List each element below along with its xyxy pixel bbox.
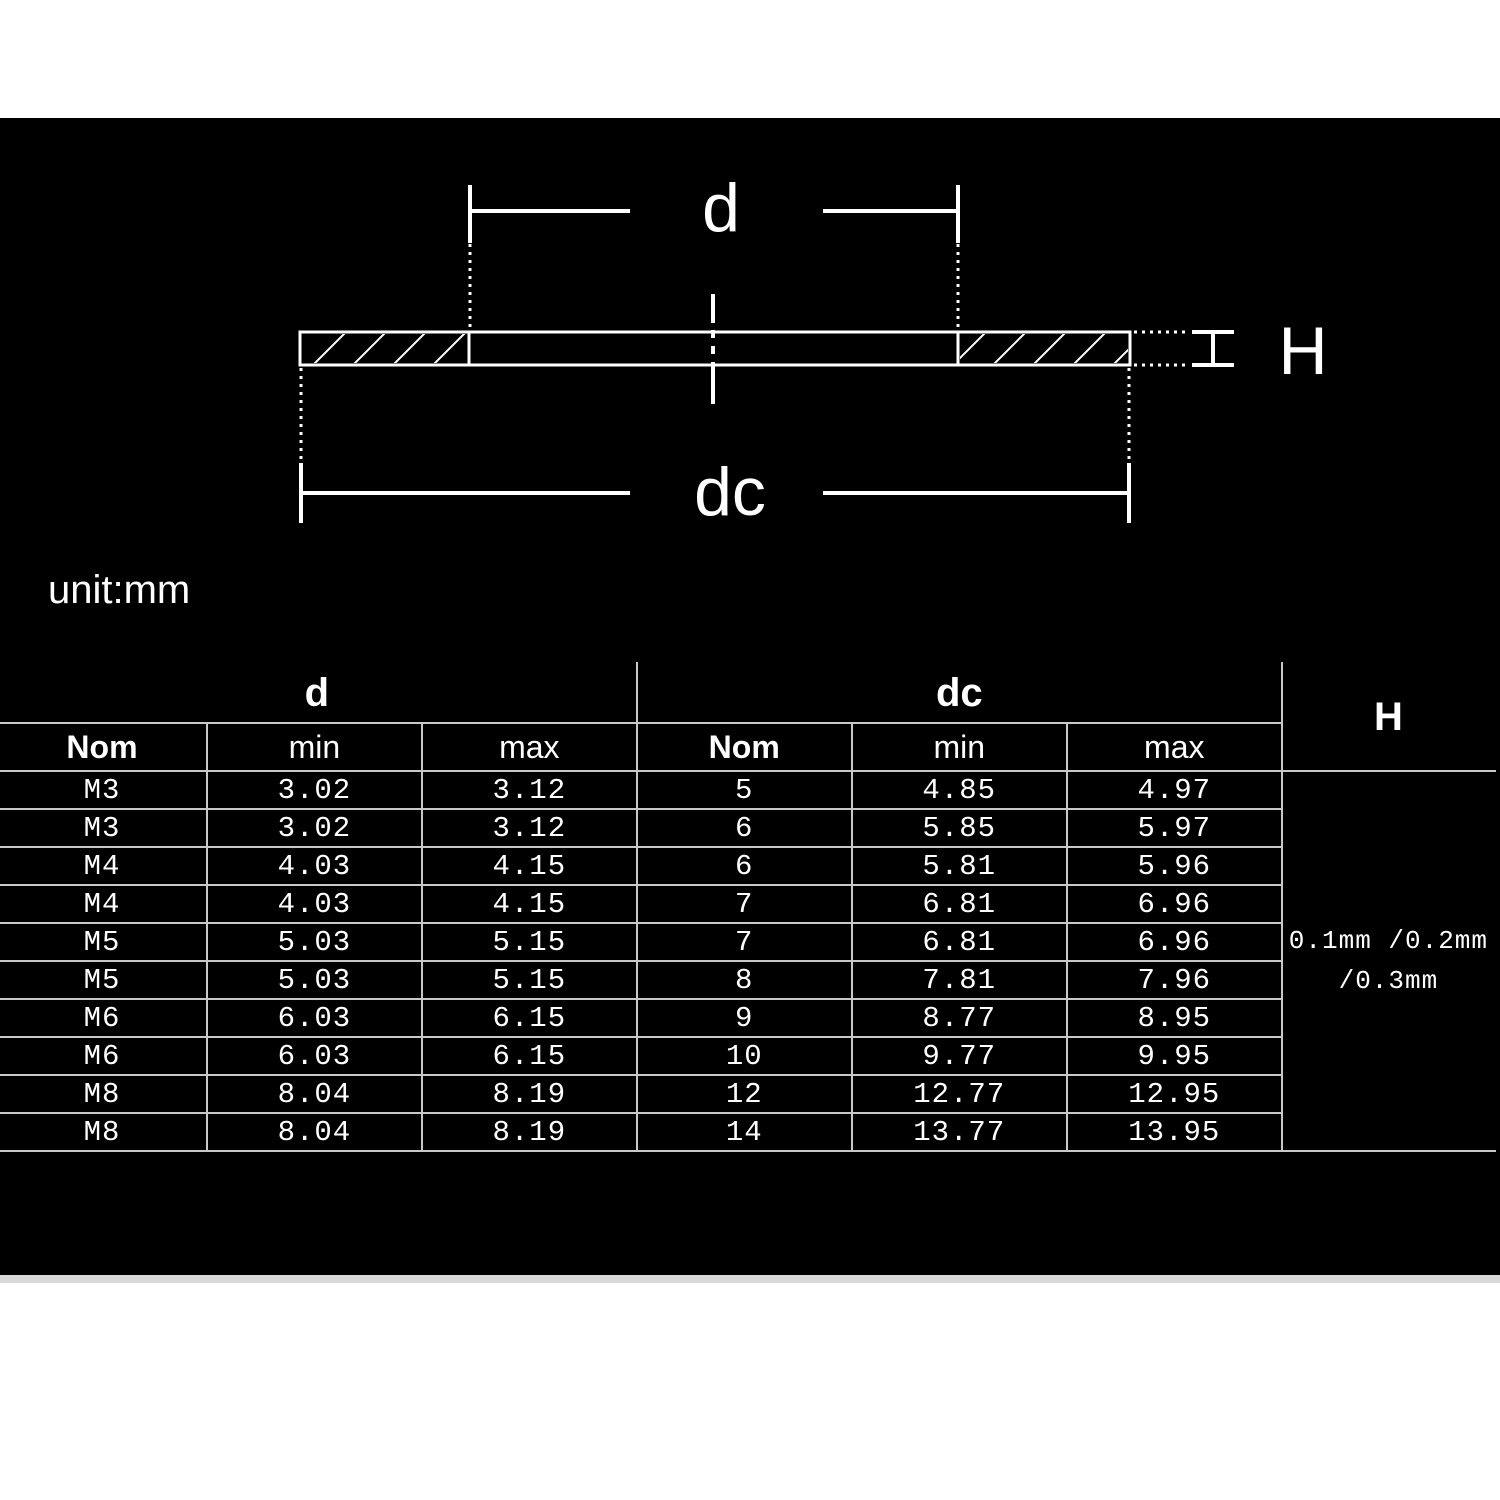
- table-cell: 8.04: [205, 1074, 423, 1114]
- table-cell: M5: [0, 922, 208, 962]
- table-row: M4 4.03 4.15 7 6.81 6.96: [0, 884, 1495, 924]
- table-row: M8 8.04 8.19 12 12.77 12.95: [0, 1074, 1495, 1114]
- table-cell: 12.77: [850, 1074, 1068, 1114]
- washer-spec-table: d dc H Nom min max Nom min max M3 3.02 3…: [0, 662, 1497, 1152]
- table-cell: 12.95: [1065, 1074, 1283, 1114]
- table-cell: 14: [635, 1112, 853, 1152]
- washer-cross-section-drawing: d dc H: [298, 170, 1328, 530]
- h-value-cell: 0.1mm /0.2mm /0.3mm: [1280, 770, 1497, 1152]
- dc-group-header: dc: [635, 662, 1283, 724]
- table-cell: 5.97: [1065, 808, 1283, 848]
- dc-dimension-label: dc: [694, 454, 766, 530]
- table-cell: 4.85: [850, 770, 1068, 810]
- table-cell: 6.03: [205, 998, 423, 1038]
- spec-panel: d dc H unit:mm d dc H Nom min max Nom mi…: [0, 118, 1500, 1275]
- table-cell: 6.81: [850, 884, 1068, 924]
- table-cell: 8.19: [420, 1112, 638, 1152]
- table-cell: 5.85: [850, 808, 1068, 848]
- table-cell: 8.04: [205, 1112, 423, 1152]
- table-cell: 10: [635, 1036, 853, 1076]
- d-dimension-label: d: [702, 170, 740, 246]
- table-cell: 5.15: [420, 960, 638, 1000]
- d-dimension-line: [468, 185, 960, 243]
- table-row: M5 5.03 5.15 8 7.81 7.96: [0, 960, 1495, 1000]
- table-cell: 5.03: [205, 960, 423, 1000]
- table-cell: 6.96: [1065, 922, 1283, 962]
- table-cell: 4.97: [1065, 770, 1283, 810]
- table-cell: 3.12: [420, 770, 638, 810]
- table-cell: 8.77: [850, 998, 1068, 1038]
- table-cell: 6.15: [420, 998, 638, 1038]
- table-row: M4 4.03 4.15 6 5.81 5.96: [0, 846, 1495, 886]
- table-cell: 6.15: [420, 1036, 638, 1076]
- table-cell: 13.95: [1065, 1112, 1283, 1152]
- h-dimension-marker: [1192, 330, 1234, 367]
- table-row: M6 6.03 6.15 10 9.77 9.95: [0, 1036, 1495, 1076]
- table-cell: 12: [635, 1074, 853, 1114]
- table-cell: 3.02: [205, 770, 423, 810]
- table-cell: 4.03: [205, 846, 423, 886]
- table-cell: 5.96: [1065, 846, 1283, 886]
- table-cell: M4: [0, 846, 208, 886]
- table-cell: M3: [0, 808, 208, 848]
- table-cell: 4.03: [205, 884, 423, 924]
- table-row: M3 3.02 3.12 5 4.85 4.97 0.1mm /0.2mm /0…: [0, 770, 1497, 1152]
- bottom-divider: [0, 1275, 1500, 1283]
- table-cell: 6: [635, 808, 853, 848]
- column-header: max: [420, 722, 638, 772]
- table-cell: 6.81: [850, 922, 1068, 962]
- unit-label: unit:mm: [48, 568, 191, 612]
- d-group-header: d: [0, 662, 638, 724]
- table-cell: M4: [0, 884, 208, 924]
- table-cell: 4.15: [420, 884, 638, 924]
- table-cell: 3.12: [420, 808, 638, 848]
- table-row: M8 8.04 8.19 14 13.77 13.95: [0, 1112, 1495, 1152]
- h-dimension-label: H: [1278, 313, 1327, 389]
- table-cell: M8: [0, 1074, 208, 1114]
- table-cell: 9.95: [1065, 1036, 1283, 1076]
- table-cell: 7: [635, 884, 853, 924]
- table-cell: M5: [0, 960, 208, 1000]
- table-cell: 5.15: [420, 922, 638, 962]
- table-cell: 6: [635, 846, 853, 886]
- table-cell: 8: [635, 960, 853, 1000]
- table-cell: 6.03: [205, 1036, 423, 1076]
- table-cell: 5: [635, 770, 853, 810]
- table-cell: 8.95: [1065, 998, 1283, 1038]
- table-cell: 5.03: [205, 922, 423, 962]
- section-hatching: [313, 334, 1128, 363]
- table-cell: 13.77: [850, 1112, 1068, 1152]
- table-cell: 4.15: [420, 846, 638, 886]
- table-cell: 5.81: [850, 846, 1068, 886]
- table-cell: 6.96: [1065, 884, 1283, 924]
- extension-lines: [299, 228, 1190, 468]
- column-header: Nom: [0, 722, 208, 772]
- table-cell: 8.19: [420, 1074, 638, 1114]
- table-cell: 7.96: [1065, 960, 1283, 1000]
- table-cell: 3.02: [205, 808, 423, 848]
- table-row: M3 3.02 3.12 6 5.85 5.97: [0, 808, 1495, 848]
- table-row: M5 5.03 5.15 7 6.81 6.96: [0, 922, 1495, 962]
- h-group-header: H: [1280, 662, 1497, 772]
- table-cell: M6: [0, 1036, 208, 1076]
- table-cell: 9.77: [850, 1036, 1068, 1076]
- table-cell: M8: [0, 1112, 208, 1152]
- table-cell: M3: [0, 770, 208, 810]
- dc-dimension-line: [299, 463, 1131, 523]
- table-cell: 7.81: [850, 960, 1068, 1000]
- table-cell: 7: [635, 922, 853, 962]
- column-header: min: [205, 722, 423, 772]
- column-header: min: [850, 722, 1068, 772]
- column-header: max: [1065, 722, 1283, 772]
- column-header: Nom: [635, 722, 853, 772]
- table-cell: 9: [635, 998, 853, 1038]
- table-cell: M6: [0, 998, 208, 1038]
- table-row: M6 6.03 6.15 9 8.77 8.95: [0, 998, 1495, 1038]
